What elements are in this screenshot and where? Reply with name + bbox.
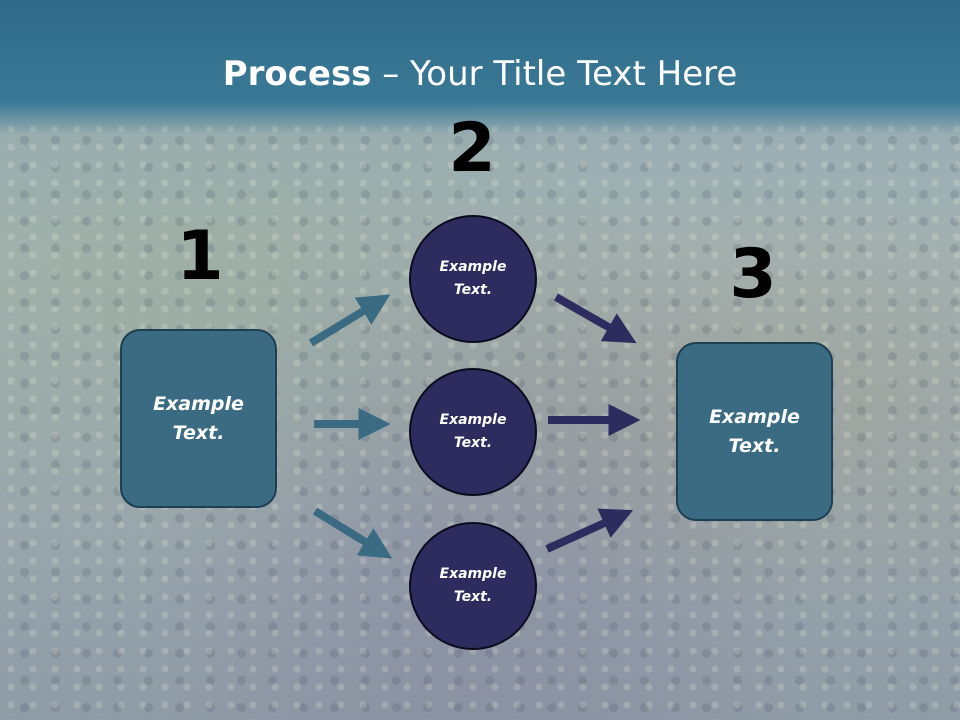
step-2-circle-top: Example Text.: [409, 215, 537, 343]
title-band: [0, 0, 960, 135]
right-arrows: [545, 293, 641, 553]
arrow-box1-to-circle-top: [308, 294, 391, 347]
arrow-circle-bottom-to-box3: [545, 508, 634, 553]
left-arrows: [308, 294, 393, 559]
step-3-label: Example Text.: [709, 405, 800, 457]
step-2-circle-middle-label: Example Text.: [439, 412, 507, 451]
step-1-label: Example Text.: [153, 392, 244, 444]
step-2-circle-middle: Example Text.: [409, 368, 537, 496]
title-rest: – Your Title Text Here: [371, 54, 738, 94]
title-bold: Process: [222, 54, 372, 94]
step-2-circle-bottom-label: Example Text.: [439, 566, 507, 605]
arrow-circle-top-to-box3: [554, 293, 637, 344]
step-3-box: Example Text.: [676, 342, 833, 521]
step-3-number: 3: [729, 235, 777, 314]
step-1-box: Example Text.: [120, 329, 277, 508]
arrow-box1-to-circle-bottom: [312, 507, 393, 559]
step-2-circle-top-label: Example Text.: [439, 259, 507, 298]
step-2-circle-bottom: Example Text.: [409, 522, 537, 650]
step-2-number: 2: [448, 109, 496, 188]
step-1-number: 1: [176, 217, 224, 296]
slide-title: Process – Your Title Text Here: [0, 52, 960, 96]
